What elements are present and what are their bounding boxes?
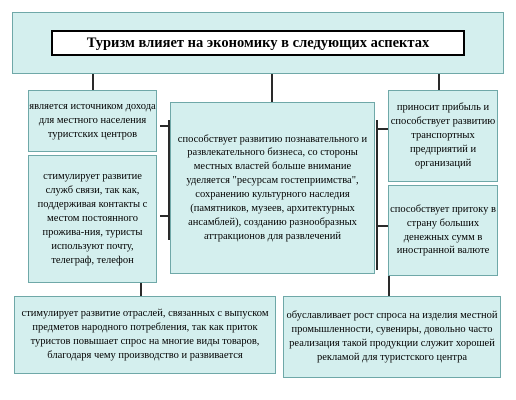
connector-line [140, 282, 142, 296]
connector-line [160, 215, 170, 217]
aspect-text: способствует притоку в страну больших де… [390, 203, 496, 257]
aspect-box-transport: приносит прибыль и способствует развитию… [388, 90, 498, 182]
connector-line [376, 120, 378, 270]
connector-line [438, 72, 440, 90]
aspect-box-communications: стимулирует развитие служб связи, так ка… [28, 155, 157, 283]
aspect-text: приносит прибыль и способствует развитию… [390, 102, 496, 169]
title-container: Туризм влияет на экономику в следующих а… [12, 12, 504, 74]
connector-line [376, 225, 388, 227]
connector-line [160, 125, 170, 127]
aspect-box-local-industry: обуславливает рост спроса на изделия мес… [283, 296, 501, 378]
connector-line [168, 120, 170, 240]
aspect-text: является источником дохода для местного … [29, 101, 156, 140]
connector-line [92, 72, 94, 90]
aspect-text: способствует развитию познавательного и … [177, 133, 368, 242]
aspect-box-entertainment: способствует развитию познавательного и … [170, 102, 375, 274]
aspect-text: стимулирует развитие отраслей, связанных… [21, 308, 269, 361]
connector-line [388, 276, 390, 296]
connector-line [376, 128, 388, 130]
aspect-box-currency: способствует притоку в страну больших де… [388, 185, 498, 276]
diagram-title: Туризм влияет на экономику в следующих а… [51, 30, 465, 56]
aspect-box-income: является источником дохода для местного … [28, 90, 157, 152]
aspect-box-consumer-goods: стимулирует развитие отраслей, связанных… [14, 296, 276, 374]
connector-line [271, 74, 273, 102]
aspect-text: стимулирует развитие служб связи, так ка… [37, 171, 148, 266]
aspect-text: обуславливает рост спроса на изделия мес… [286, 310, 498, 363]
